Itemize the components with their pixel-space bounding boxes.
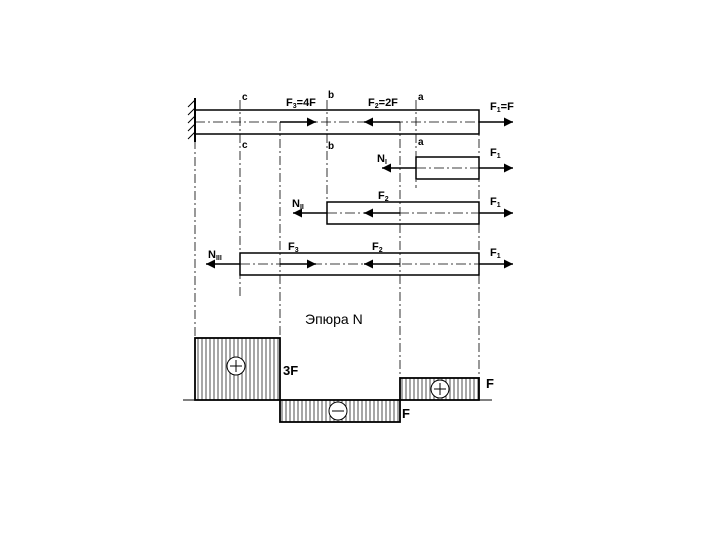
fixed-support: [187, 98, 196, 142]
plus-sign-right: [430, 379, 450, 399]
cut-piece-2: [293, 201, 513, 225]
label-n3: NIII: [208, 249, 222, 262]
main-beam: [194, 109, 513, 135]
label-f2-cut3: F2: [372, 241, 383, 254]
cut-piece-3: [206, 252, 513, 276]
epure-label-f-negative: F: [402, 406, 410, 421]
cut-piece-1: [382, 156, 513, 180]
epure-n-diagram: [183, 337, 492, 423]
section-label-c-top: c: [242, 92, 248, 103]
label-f1-cut2: F1: [490, 196, 501, 209]
section-label-a-top: a: [418, 92, 424, 103]
section-label-c-bottom: c: [242, 140, 248, 151]
section-label-b-top: b: [328, 90, 334, 101]
epure-label-3f: 3F: [283, 363, 298, 378]
label-f1-cut3: F1: [490, 247, 501, 260]
label-f3-cut3: F3: [288, 241, 299, 254]
section-label-b-bottom: b: [328, 141, 334, 152]
label-f2-main: F2=2F: [368, 97, 398, 110]
epure-label-f-positive: F: [486, 376, 494, 391]
label-f3-main: F3=4F: [286, 97, 316, 110]
section-label-a-bottom: a: [418, 137, 424, 148]
label-f1-cut1: F1: [490, 147, 501, 160]
minus-sign-middle: [328, 401, 348, 421]
label-f1-main: F1=F: [490, 101, 514, 114]
label-f2-cut2: F2: [378, 190, 389, 203]
label-n2: NII: [292, 198, 304, 211]
label-n1: NI: [377, 153, 387, 166]
plus-sign-left: [226, 356, 246, 376]
epure-title: Эпюра N: [305, 311, 363, 327]
